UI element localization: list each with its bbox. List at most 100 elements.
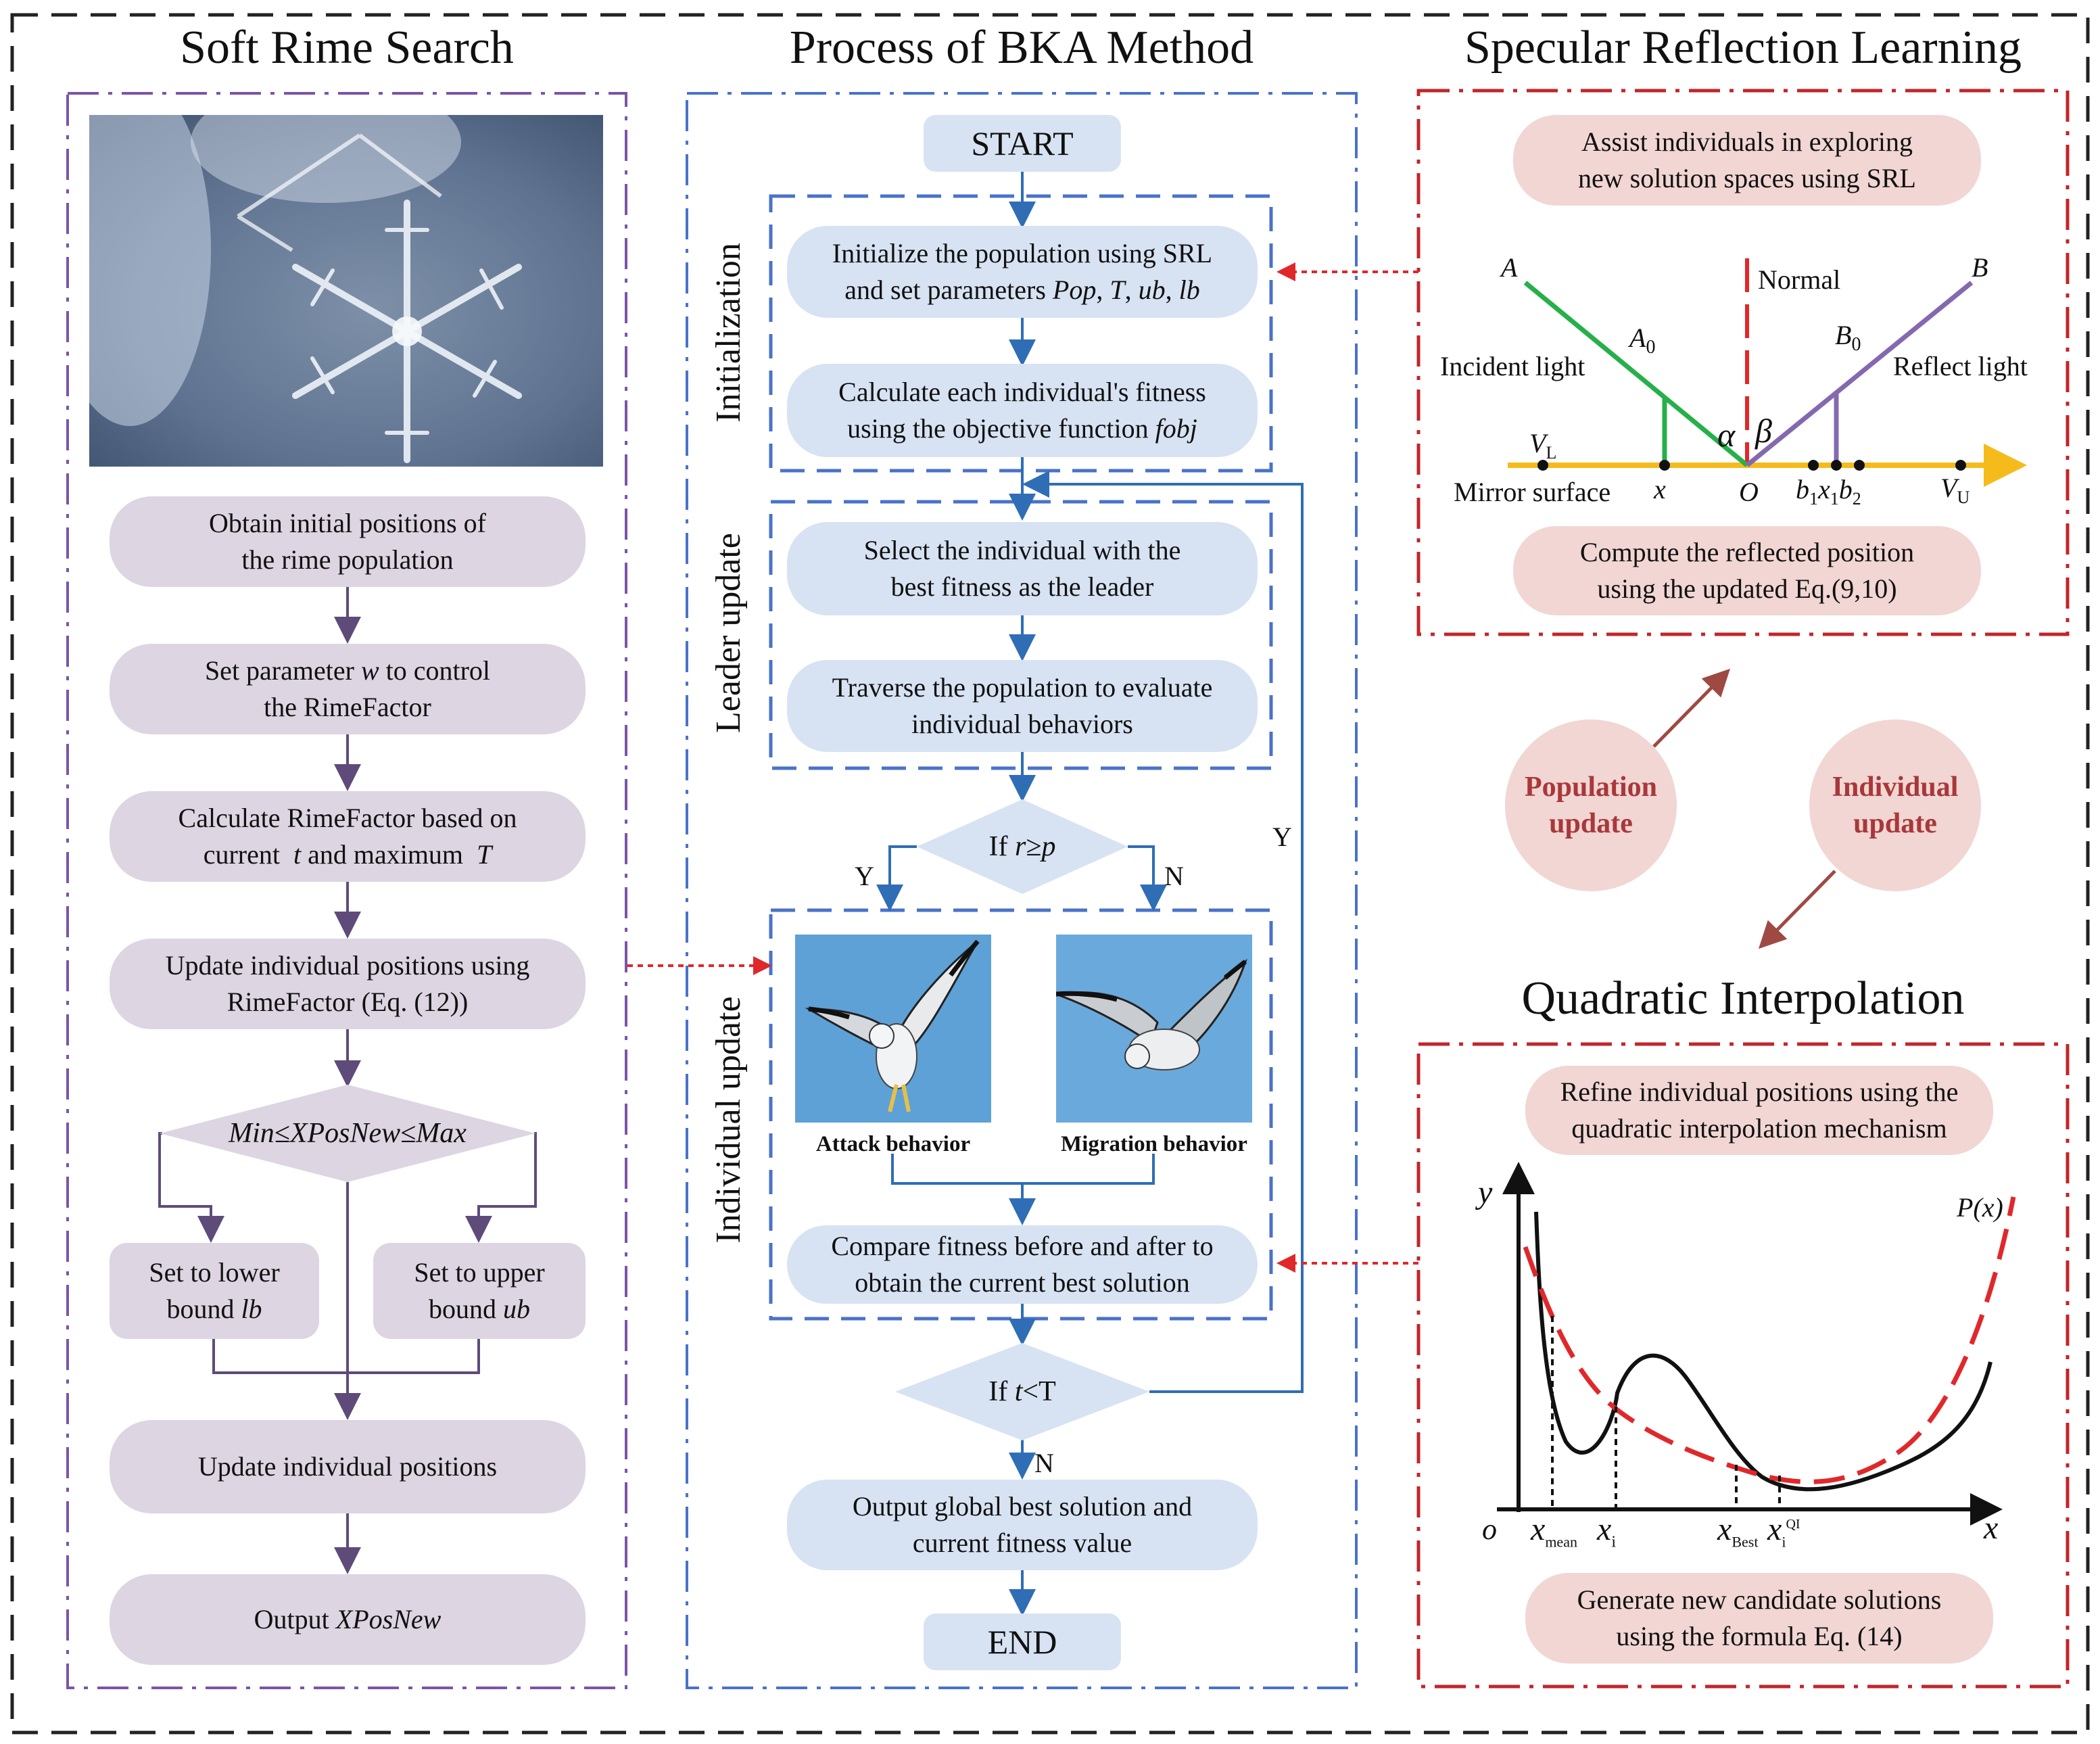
srl-label-VL-sub: L [1546, 443, 1557, 463]
bka-cond1-p: p [1041, 831, 1056, 862]
title-srl: Specular Reflection Learning [1464, 22, 2022, 74]
rime-condition-shape [160, 1085, 535, 1182]
bka-output-line1: Output global best solution and [852, 1491, 1193, 1522]
qi-label-xbest: xBest [1717, 1513, 1758, 1550]
rime-step-parameter: Set parameter w to control the RimeFacto… [110, 644, 586, 734]
rime-step-parameter-text1: Set parameter [204, 655, 361, 686]
qi-curve-Px: P(x) [1957, 1192, 2003, 1223]
qi-xi-sub: i [1611, 1533, 1616, 1551]
bka-calc-fitness: Calculate each individual's fitness usin… [787, 364, 1258, 457]
srl-label-x1: x [1818, 474, 1830, 504]
srl-label-A0: A0 [1629, 325, 1655, 357]
bka-init-population-line1: Initialize the population using SRL [832, 238, 1213, 268]
bka-condition1-shape [917, 799, 1128, 894]
srl-label-A: A [1501, 252, 1518, 283]
rime-step-factor-t: t [293, 839, 302, 870]
bka-traverse-line2: individual behaviors [911, 709, 1133, 739]
qi-xqi-sup: QI [1786, 1517, 1800, 1532]
qi-label-xqi: xiQI [1767, 1513, 1800, 1550]
qi-axis-x: x [1984, 1510, 1999, 1546]
rime-condition: Min≤XPosNew≤Max [160, 1085, 535, 1182]
rime-step-update-line2: RimeFactor (Eq. (12)) [226, 987, 469, 1017]
bka-start: START [924, 115, 1121, 172]
title-qi: Quadratic Interpolation [1521, 972, 1965, 1024]
qi-xqi-main: x [1767, 1511, 1782, 1547]
bka-compare-line2: obtain the current best solution [855, 1267, 1190, 1298]
rime-step-factor-line1: Calculate RimeFactor based on [178, 803, 517, 833]
srl-label-VL: VL [1529, 430, 1556, 462]
srl-label-b1: b [1796, 474, 1809, 504]
bka-traverse-line1: Traverse the population to evaluate [832, 672, 1213, 703]
srl-label-VU-main: V [1940, 473, 1957, 503]
phase-label-leader: Leader update [709, 533, 748, 733]
srl-optics [1508, 258, 2027, 487]
bka-cond2-if: If [988, 1376, 1015, 1407]
bka-end-text: END [987, 1623, 1057, 1661]
srl-label-x1-sub: 1 [1830, 489, 1839, 509]
bka-cond1-op: ≥ [1026, 831, 1042, 862]
srl-label-A0-sub: 0 [1646, 337, 1656, 358]
bka-condition-t-T: If t<T [895, 1343, 1149, 1440]
rime-set-lower: Set to lower bound lb [110, 1243, 319, 1339]
phase-label-initialization: Initialization [709, 243, 748, 423]
bka-init-text: and set parameters [844, 275, 1053, 305]
phase-individual-frame [769, 908, 1273, 1321]
individual-update-line1: Individual [1832, 772, 1959, 803]
srl-label-O: O [1739, 477, 1759, 507]
migration-bird-image [1056, 935, 1252, 1123]
srl-assist-line1: Assist individuals in exploring [1581, 126, 1913, 157]
bka-select-leader-line1: Select the individual with the [863, 535, 1181, 565]
bka-cond1-no: N [1164, 861, 1184, 891]
rime-step-update-line1: Update individual positions using [165, 950, 530, 981]
srl-label-B0-sub: 0 [1851, 334, 1861, 355]
srl-assist-box: Assist individuals in exploring new solu… [1513, 115, 1981, 206]
bka-init-T: T [1109, 275, 1125, 305]
bka-condition2-shape [895, 1343, 1149, 1440]
rime-set-upper-text: bound [429, 1294, 503, 1324]
snowflake-photo [89, 115, 603, 467]
rime-output-text: Output [254, 1604, 336, 1634]
srl-label-B: B [1972, 252, 1988, 283]
individual-update-line2: update [1853, 808, 1937, 839]
srl-label-VU: VU [1940, 475, 1970, 506]
srl-label-reflect: Reflect light [1893, 351, 2028, 381]
bka-frame [686, 92, 1358, 1689]
srl-label-b2: b [1838, 474, 1853, 504]
bka-end: END [924, 1613, 1121, 1670]
rime-step-factor-T: T [477, 839, 492, 870]
bka-start-text: START [971, 124, 1074, 162]
rime-set-lower-lb: lb [241, 1294, 262, 1324]
rime-condition-text: Min≤XPosNew≤Max [229, 1118, 467, 1149]
qi-plot [1497, 1162, 2016, 1526]
attack-behavior-label: Attack behavior [815, 1132, 971, 1156]
outer-frame [10, 13, 2090, 1735]
qi-xqi-sub: i [1782, 1533, 1786, 1551]
qi-label-xmean: xmean [1531, 1513, 1577, 1550]
individual-update-circle: Individual update [1809, 720, 1981, 891]
rime-step-factor: Calculate RimeFactor based on current t … [110, 791, 586, 882]
qi-generate-line1: Generate new candidate solutions [1577, 1584, 1942, 1615]
qi-refine-line1: Refine individual positions using the [1560, 1077, 1959, 1107]
srl-compute-line1: Compute the reflected position [1579, 537, 1915, 567]
bka-init-sep3: , [1165, 275, 1179, 305]
rime-step-initial: Obtain initial positions of the rime pop… [110, 496, 586, 587]
bka-calc-fitness-line1: Calculate each individual's fitness [838, 377, 1206, 407]
qi-generate-line2: using the formula Eq. (14) [1616, 1621, 1903, 1651]
bka-cond2-t: t [1014, 1376, 1023, 1407]
rime-step-initial-line2: the rime population [241, 544, 454, 575]
attack-bird-photo [795, 935, 991, 1123]
srl-compute-line2: using the updated Eq.(9,10) [1597, 573, 1897, 604]
bka-cond2-no: N [1034, 1448, 1054, 1478]
rime-step-initial-line1: Obtain initial positions of [209, 508, 486, 538]
qi-refine-box: Refine individual positions using the qu… [1525, 1066, 1993, 1155]
qi-xbest-main: x [1717, 1511, 1732, 1547]
srl-label-VU-sub: U [1957, 488, 1970, 507]
population-update-circle: Population update [1505, 720, 1677, 891]
srl-label-incident: Incident light [1440, 351, 1585, 381]
rime-set-upper-line1: Set to upper [414, 1257, 545, 1288]
migration-behavior-label: Migration behavior [1061, 1132, 1247, 1156]
qi-generate-box: Generate new candidate solutions using t… [1525, 1573, 1993, 1664]
bka-traverse: Traverse the population to evaluate indi… [787, 660, 1258, 752]
